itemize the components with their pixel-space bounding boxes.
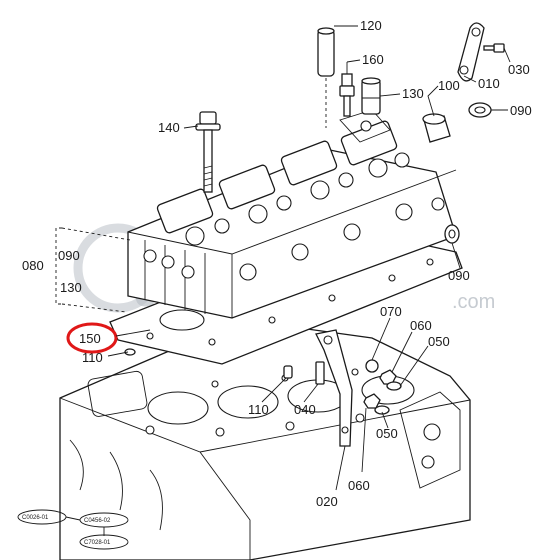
cylinder-head <box>127 109 457 319</box>
dowel-pin-110-mid <box>283 365 293 379</box>
label-050-lower: 050 <box>376 426 398 441</box>
highlighted-part-150[interactable]: 150 <box>66 322 151 354</box>
leader-lines <box>107 25 511 491</box>
bracket-020 <box>315 329 353 447</box>
label-160: 160 <box>362 52 384 67</box>
sleeve-120 <box>317 27 335 128</box>
watermark-domain: .com <box>452 291 495 313</box>
ref-code-2: C0456-02 <box>84 518 111 524</box>
label-110-mid: 110 <box>248 402 269 417</box>
label-080: 080 <box>22 258 44 273</box>
label-010: 010 <box>478 76 500 91</box>
group-bracket-080 <box>55 227 131 313</box>
ref-code-3: C7028-01 <box>84 540 111 546</box>
washer-050-upper <box>386 381 402 391</box>
ref-code-1: C0026-01 <box>22 515 49 521</box>
stud-040 <box>315 361 325 385</box>
label-140: 140 <box>158 120 180 135</box>
label-090-left: 090 <box>58 248 80 263</box>
label-070: 070 <box>380 304 402 319</box>
highlight-ring-icon <box>66 322 118 354</box>
label-130-top: 130 <box>402 86 424 101</box>
washer-050-lower <box>374 405 390 415</box>
label-040: 040 <box>294 402 316 417</box>
label-060-upper: 060 <box>410 318 432 333</box>
nozzle-holder-130 <box>361 77 381 115</box>
cap-100 <box>422 113 451 143</box>
bolt-030 <box>483 43 505 53</box>
glow-plug-160 <box>339 62 355 117</box>
label-110-left: 110 <box>82 350 103 365</box>
nut-070 <box>365 359 379 373</box>
label-150: 150 <box>79 331 101 346</box>
lift-hook-010 <box>457 22 485 82</box>
label-120: 120 <box>360 18 382 33</box>
dowel-pin-110-left <box>124 348 136 356</box>
label-090-top: 090 <box>510 103 532 118</box>
washer-090-top <box>468 102 492 118</box>
plug-090-right <box>444 224 460 244</box>
label-090-right: 090 <box>448 268 470 283</box>
reference-codes: C0026-01 C0456-02 C7028-01 <box>17 509 129 550</box>
label-030: 030 <box>508 62 530 77</box>
label-020: 020 <box>316 494 338 509</box>
label-130-left: 130 <box>60 280 82 295</box>
label-060-lower: 060 <box>348 478 370 493</box>
head-bolt-140 <box>195 111 221 193</box>
label-100: 100 <box>438 78 460 93</box>
part-labels: 120 160 130 100 010 030 090 140 080 090 … <box>22 18 532 509</box>
label-050-upper: 050 <box>428 334 450 349</box>
